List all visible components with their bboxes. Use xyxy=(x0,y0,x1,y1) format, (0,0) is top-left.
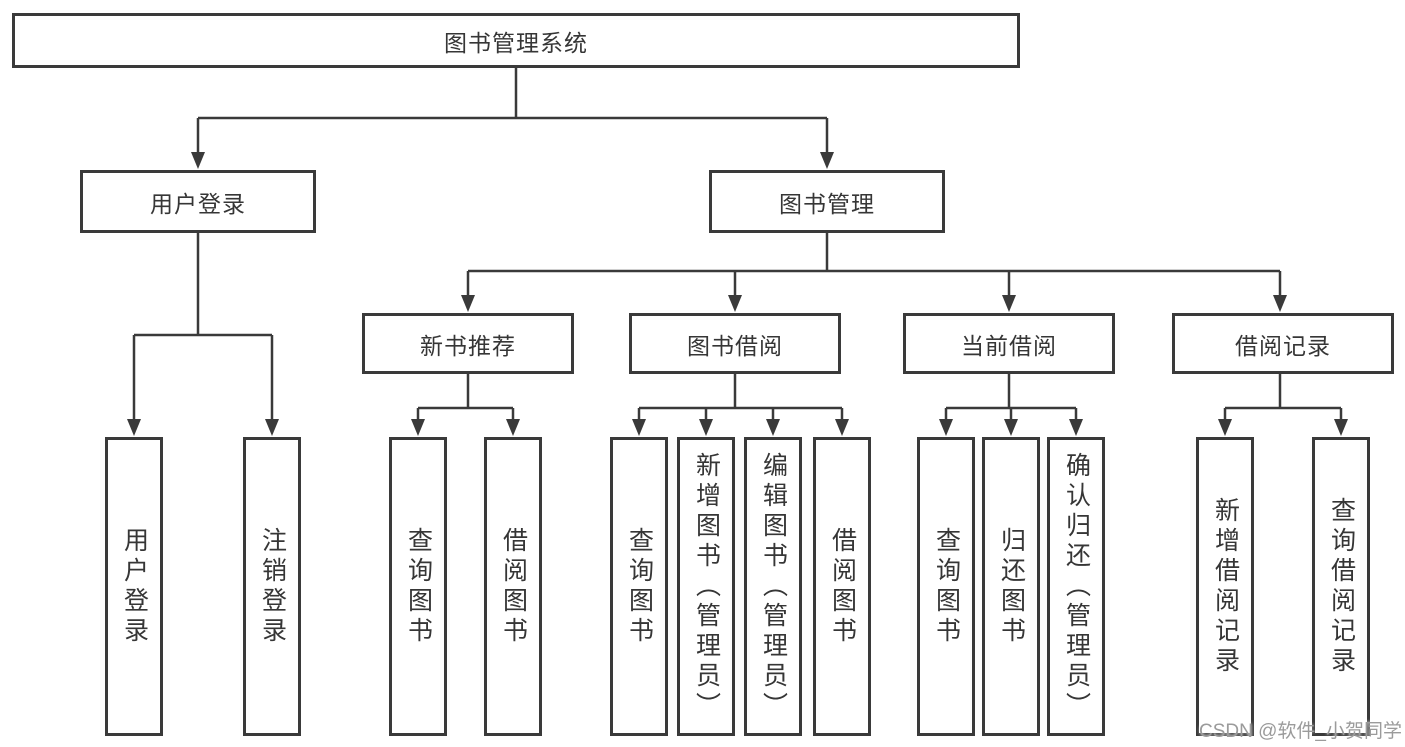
leaf-query-books-borrowing: 查询图书 xyxy=(610,437,668,736)
node-label: 图书管理 xyxy=(779,190,875,217)
node-label: 查询图书 xyxy=(625,526,654,647)
node-book-borrowing: 图书借阅 xyxy=(629,313,841,374)
node-label: 图书管理系统 xyxy=(444,29,588,56)
leaf-user-login: 用户登录 xyxy=(105,437,163,736)
csdn-watermark: CSDN @软件_小贺同学 xyxy=(1199,721,1402,742)
node-label: 注销登录 xyxy=(258,526,287,647)
leaf-add-books-admin: 新增图书（管理员） xyxy=(677,437,735,736)
node-label: 查询图书 xyxy=(404,526,433,647)
leaf-return-books: 归还图书 xyxy=(982,437,1040,736)
leaf-edit-books-admin: 编辑图书（管理员） xyxy=(744,437,802,736)
node-library-system: 图书管理系统 xyxy=(12,13,1020,68)
node-current-borrowing: 当前借阅 xyxy=(903,313,1115,374)
node-label: 借阅记录 xyxy=(1235,332,1331,359)
node-label: 确认归还（管理员） xyxy=(1062,451,1091,722)
leaf-query-books-current: 查询图书 xyxy=(917,437,975,736)
node-label: 查询图书 xyxy=(932,526,961,647)
node-label: 新书推荐 xyxy=(420,332,516,359)
node-label: 借阅图书 xyxy=(499,526,528,647)
node-label: 新增借阅记录 xyxy=(1211,496,1240,677)
leaf-query-borrow-record: 查询借阅记录 xyxy=(1312,437,1370,736)
leaf-confirm-return-admin: 确认归还（管理员） xyxy=(1047,437,1105,736)
node-label: 查询借阅记录 xyxy=(1327,496,1356,677)
leaf-logout: 注销登录 xyxy=(243,437,301,736)
node-label: 借阅图书 xyxy=(828,526,857,647)
node-label: 归还图书 xyxy=(997,526,1026,647)
node-user-login: 用户登录 xyxy=(80,170,316,233)
leaf-borrow-books-recommend: 借阅图书 xyxy=(484,437,542,736)
node-borrowing-records: 借阅记录 xyxy=(1172,313,1394,374)
node-new-book-recommendation: 新书推荐 xyxy=(362,313,574,374)
node-label: 用户登录 xyxy=(150,190,246,217)
leaf-query-books-recommend: 查询图书 xyxy=(389,437,447,736)
node-label: 图书借阅 xyxy=(687,332,783,359)
node-label: 新增图书（管理员） xyxy=(692,451,721,722)
node-book-management: 图书管理 xyxy=(709,170,945,233)
leaf-borrow-books: 借阅图书 xyxy=(813,437,871,736)
node-label: 用户登录 xyxy=(120,526,149,647)
node-label: 当前借阅 xyxy=(961,332,1057,359)
leaf-add-borrow-record: 新增借阅记录 xyxy=(1196,437,1254,736)
node-label: 编辑图书（管理员） xyxy=(759,451,788,722)
